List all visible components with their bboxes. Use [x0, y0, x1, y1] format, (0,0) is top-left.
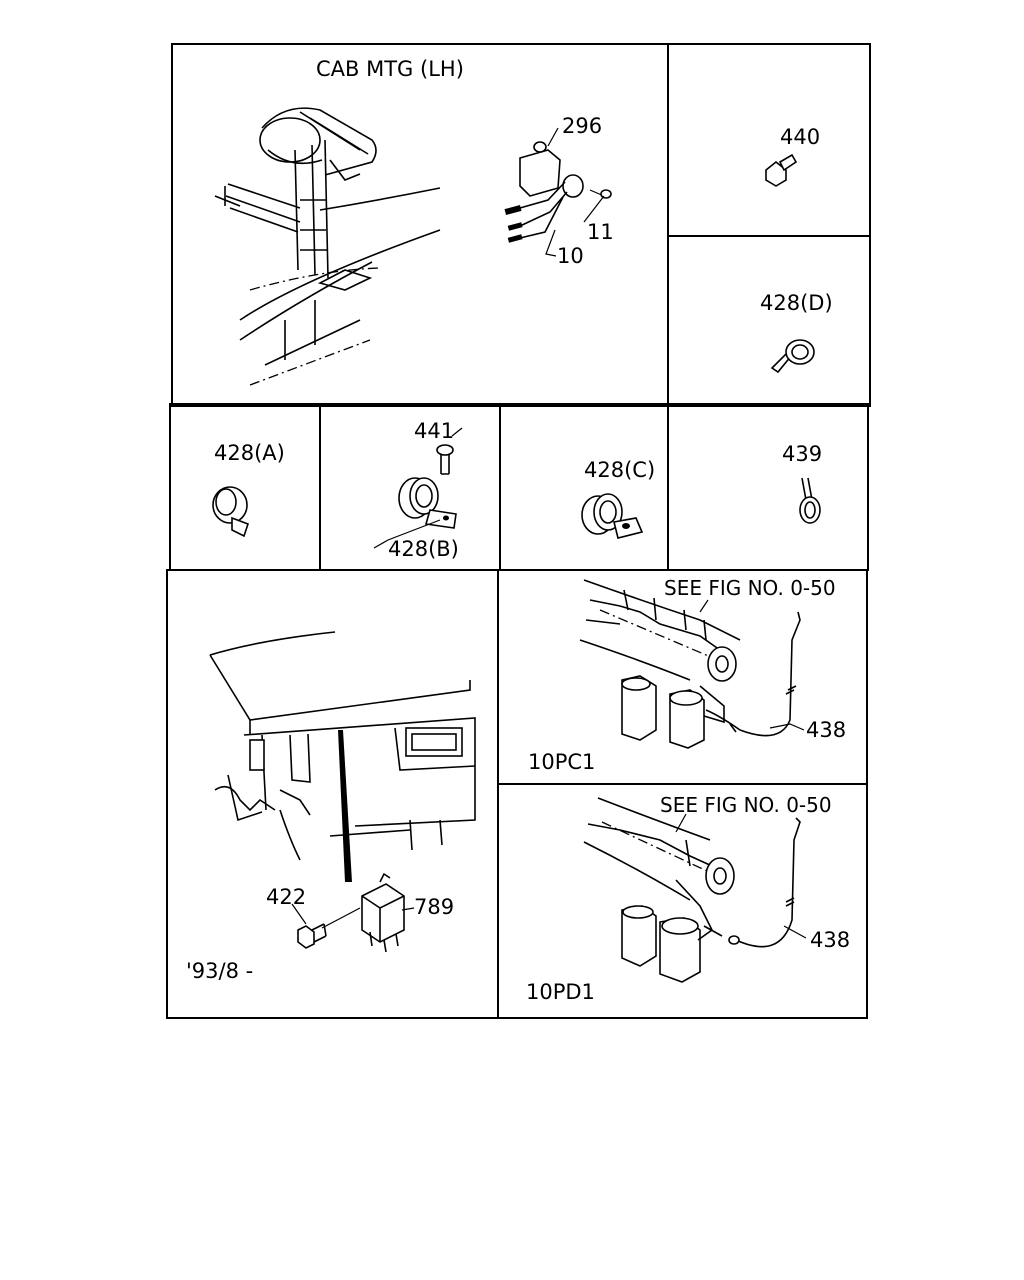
panel-cab-mtg: CAB MTG (LH): [214, 57, 614, 386]
clamp-part: [398, 477, 457, 529]
reference-note: SEE FIG NO. 0-50: [660, 793, 832, 817]
callout-438: 438: [806, 718, 846, 742]
diagram-frame: [166, 43, 871, 1019]
panel-title: CAB MTG (LH): [316, 57, 464, 81]
panel-relay: 422 789 '93/8 -: [186, 631, 476, 983]
clip-part: [770, 339, 815, 374]
callout-438: 438: [810, 928, 850, 952]
relay-part: [361, 872, 405, 953]
clamp-part: [581, 493, 644, 539]
panel-10pd1: SEE FIG NO. 0-50 438 10PD1: [526, 793, 850, 1004]
date-code: '93/8 -: [186, 959, 253, 983]
panel-428b: 441 428(B): [373, 419, 463, 561]
clamp-part: [212, 486, 250, 538]
callout-789: 789: [414, 895, 454, 919]
screw-part: [436, 444, 454, 475]
callout-428a: 428(A): [214, 441, 285, 465]
callout-428b: 428(B): [388, 537, 459, 561]
callout-422: 422: [266, 885, 306, 909]
cab-mount-illustration: [214, 107, 441, 386]
engine-illustration: [579, 579, 801, 749]
dashboard-illustration: [209, 631, 476, 882]
callout-11: 11: [587, 220, 614, 244]
callout-428c: 428(C): [584, 458, 655, 482]
panel-428d: 428(D): [760, 291, 833, 374]
callout-10: 10: [557, 244, 584, 268]
callout-440: 440: [780, 125, 820, 149]
panel-440: 440: [765, 125, 820, 187]
panel-428a: 428(A): [212, 441, 285, 538]
panel-439: 439: [782, 442, 822, 524]
engine-illustration: [583, 797, 801, 983]
callout-439: 439: [782, 442, 822, 466]
panel-10pc1: SEE FIG NO. 0-50 438 10PC1: [528, 576, 846, 774]
band-part: [799, 477, 821, 524]
bolt-part: [765, 153, 798, 187]
callout-441: 441: [414, 419, 454, 443]
reference-note: SEE FIG NO. 0-50: [664, 576, 836, 600]
callout-lines: [545, 127, 605, 257]
switch-assembly: [504, 141, 612, 243]
callout-296: 296: [562, 114, 602, 138]
bolt-part: [297, 923, 327, 949]
model-code: 10PD1: [526, 980, 595, 1004]
panel-428c: 428(C): [581, 458, 655, 539]
model-code: 10PC1: [528, 750, 595, 774]
callout-428d: 428(D): [760, 291, 833, 315]
